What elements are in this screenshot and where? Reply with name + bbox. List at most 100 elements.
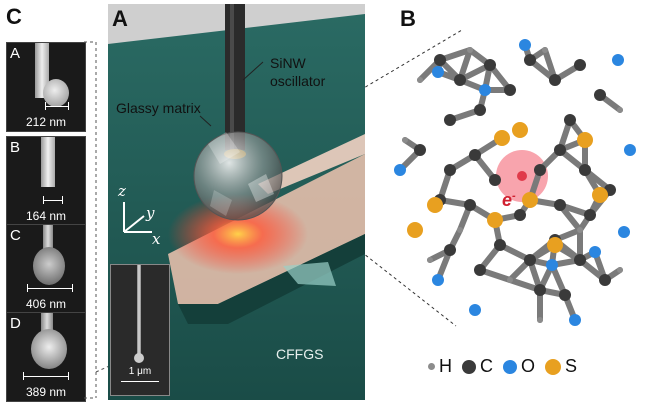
electron-charge: - [512,190,516,202]
sem-image-b: B 164 nm [6,136,86,226]
carbon-atom [444,114,456,126]
carbon-atom [599,274,611,286]
oscillator-label: SiNW oscillator [270,54,325,90]
carbon-atom [574,59,586,71]
oxygen-atom [624,144,636,156]
sulfur-atom [592,187,608,203]
oxygen-atom [546,259,558,271]
particle [31,329,67,369]
carbon-atom [514,209,526,221]
hydrogen-atom [467,47,473,53]
molecular-structure [394,39,636,326]
scale-bar [27,284,73,292]
sulfur-atom [487,212,503,228]
oxygen-atom [519,39,531,51]
electron-label: e- [502,190,516,211]
panel-b-letter: B [400,6,416,31]
sulfur-atom [547,237,563,253]
sulfur-atom [577,132,593,148]
hydrogen-atom [577,227,583,233]
sulfur-atom [522,192,538,208]
carbon-atom [484,59,496,71]
nanowire-tip [41,137,55,187]
sem-label: B [10,139,21,156]
hydrogen-atom [542,47,548,53]
oxygen-atom [432,66,444,78]
carbon-atom [524,254,536,266]
carbon-atom [444,244,456,256]
carbon-atom [554,144,566,156]
nanowire-tip [43,225,53,255]
scene-illustration [108,4,365,400]
sem-scale-text: 406 nm [25,297,67,311]
particle [33,247,65,285]
oxygen-atom [618,226,630,238]
sem-scale-text: 389 nm [25,385,67,399]
sem-label: C [10,227,21,244]
oxygen-atom [469,304,481,316]
carbon-atom [524,54,536,66]
oxygen-atom [589,246,601,258]
carbon-atom [559,289,571,301]
legend-label: C [480,356,493,376]
carbon-atom [464,199,476,211]
scale-bar [45,102,69,110]
carbon-atom [549,74,561,86]
oxygen-dot-icon [503,359,517,374]
sulfur-dot-icon [545,358,562,375]
oxygen-atom [612,54,624,66]
legend-label: S [565,356,578,376]
hydrogen-atom [402,137,408,143]
carbon-atom [594,89,606,101]
oxygen-atom [479,84,491,96]
panel-a-scene: A SiNW oscillator Glassy matrix CFFGS z … [108,4,365,400]
carbon-atom [534,284,546,296]
carbon-atom [504,84,516,96]
legend-item-oxygen: O [503,356,535,377]
inset-particle [134,353,144,363]
legend-label: H [439,356,452,376]
electron-dot [517,171,527,181]
hydrogen-dot-icon [428,363,435,370]
carbon-atom [534,164,546,176]
carbon-dot-icon [462,359,476,374]
oxygen-atom [394,164,406,176]
surface-label: CFFGS [276,346,324,362]
legend-label: O [521,356,536,376]
hydrogen-atom [427,257,433,263]
oscillator-label-line2: oscillator [270,73,326,89]
atom-legend: H C O S [428,356,577,377]
carbon-atom [474,104,486,116]
inset-scale-bar [121,381,159,382]
electron-symbol: e [502,190,513,210]
inset-scale-text: 1 μm [128,366,152,377]
oscillator-label-line1: SiNW [270,55,306,71]
hydrogen-atom [617,107,623,113]
carbon-atom [579,164,591,176]
sulfur-atom [427,197,443,213]
hydrogen-atom [457,227,463,233]
carbon-atom [469,149,481,161]
glassy-matrix-label: Glassy matrix [116,100,201,116]
inset-sem-image: 1 μm [110,264,170,396]
oxygen-atom [569,314,581,326]
carbon-atom [584,209,596,221]
legend-item-hydrogen: H [428,356,452,377]
axis-z-label: z [118,182,126,200]
carbon-atom [454,74,466,86]
sem-label: A [10,45,21,62]
sem-scale-text: 212 nm [25,115,67,129]
carbon-atom [444,164,456,176]
sem-image-a: A 212 nm [6,42,86,132]
sulfur-atom [512,122,528,138]
carbon-atom [554,199,566,211]
legend-item-sulfur: S [545,356,577,377]
hydrogen-atom [537,317,543,323]
scale-bar [43,196,63,204]
scale-bar [23,372,69,380]
axis-y-label: y [146,204,155,222]
hydrogen-atom [617,267,623,273]
sulfur-atom [494,130,510,146]
carbon-atom [489,174,501,186]
carbon-atom [474,264,486,276]
